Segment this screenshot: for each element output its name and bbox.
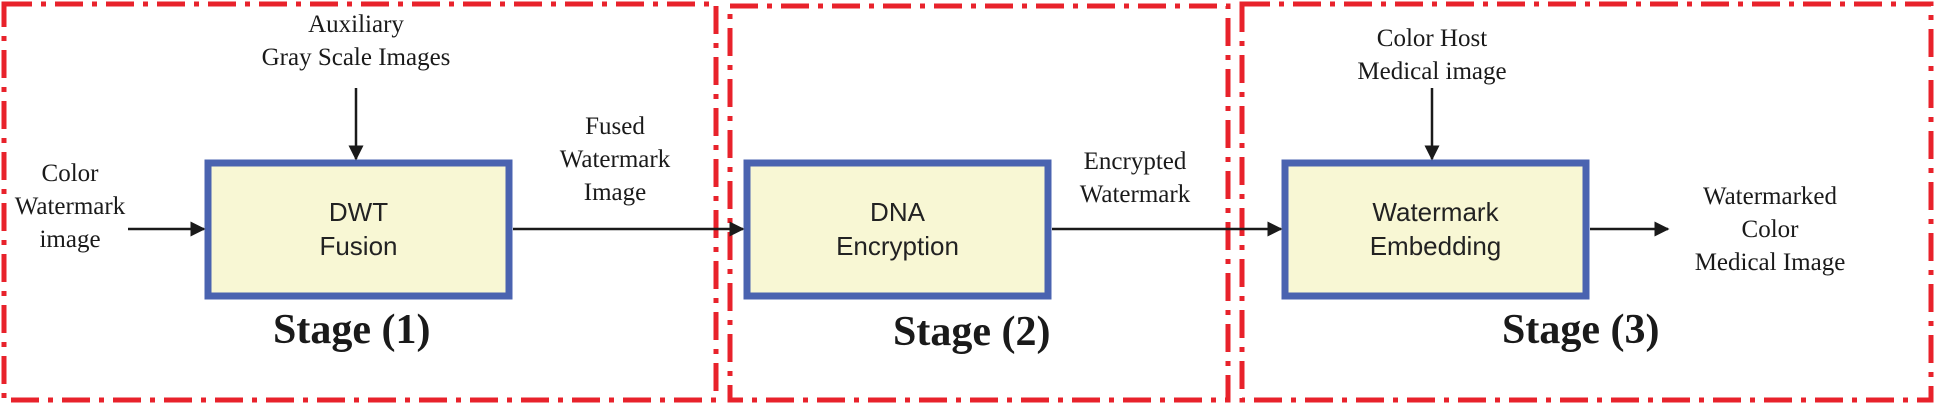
auxiliary-line2: Gray Scale Images	[261, 44, 451, 71]
fused-watermark-line1: Fused	[585, 113, 645, 140]
watermark-embedding-line2: Embedding	[1369, 231, 1502, 261]
dwt-fusion-line1: DWT	[328, 197, 389, 227]
output-line1: Watermarked	[1702, 183, 1838, 210]
watermark-embedding-box	[1281, 159, 1590, 300]
fused-watermark-flow-label: Fused Watermark Image	[540, 110, 690, 209]
dwt-fusion-label: DWT Fusion	[208, 195, 509, 263]
encrypted-watermark-line2: Watermark	[1079, 181, 1191, 208]
fused-watermark-line2: Watermark	[559, 146, 671, 173]
encrypted-watermark-flow-label: Encrypted Watermark	[1050, 145, 1220, 211]
output-line3: Medical Image	[1694, 249, 1846, 276]
output-label: Watermarked Color Medical Image	[1665, 180, 1875, 279]
color-host-input-label: Color Host Medical image	[1312, 22, 1552, 88]
color-watermark-line2: Watermark	[14, 193, 126, 220]
color-host-line2: Medical image	[1357, 58, 1507, 85]
color-host-line1: Color Host	[1376, 25, 1488, 52]
output-line2: Color	[1741, 216, 1799, 243]
stage-3-container	[1239, 1, 1934, 403]
dna-encryption-label: DNA Encryption	[747, 195, 1048, 263]
dna-encryption-box	[743, 159, 1052, 300]
dwt-fusion-box	[204, 159, 513, 300]
fused-watermark-line3: Image	[583, 179, 647, 206]
color-watermark-line1: Color	[41, 160, 99, 187]
dna-encryption-line1: DNA	[870, 197, 925, 227]
color-watermark-line3: image	[39, 226, 101, 253]
stage-2-label: Stage (2)	[893, 309, 1051, 355]
auxiliary-input-label: Auxiliary Gray Scale Images	[206, 8, 506, 74]
auxiliary-line1: Auxiliary	[308, 11, 404, 38]
stage-2-container	[727, 3, 1231, 403]
color-watermark-input-label: Color Watermark image	[0, 157, 145, 256]
stage-3-label: Stage (3)	[1502, 307, 1660, 353]
dna-encryption-line2: Encryption	[836, 231, 959, 261]
dwt-fusion-line2: Fusion	[319, 231, 398, 261]
watermark-embedding-line1: Watermark	[1372, 197, 1499, 227]
stage-1-label: Stage (1)	[273, 307, 431, 353]
watermark-embedding-label: Watermark Embedding	[1285, 195, 1586, 263]
encrypted-watermark-line1: Encrypted	[1083, 148, 1187, 175]
